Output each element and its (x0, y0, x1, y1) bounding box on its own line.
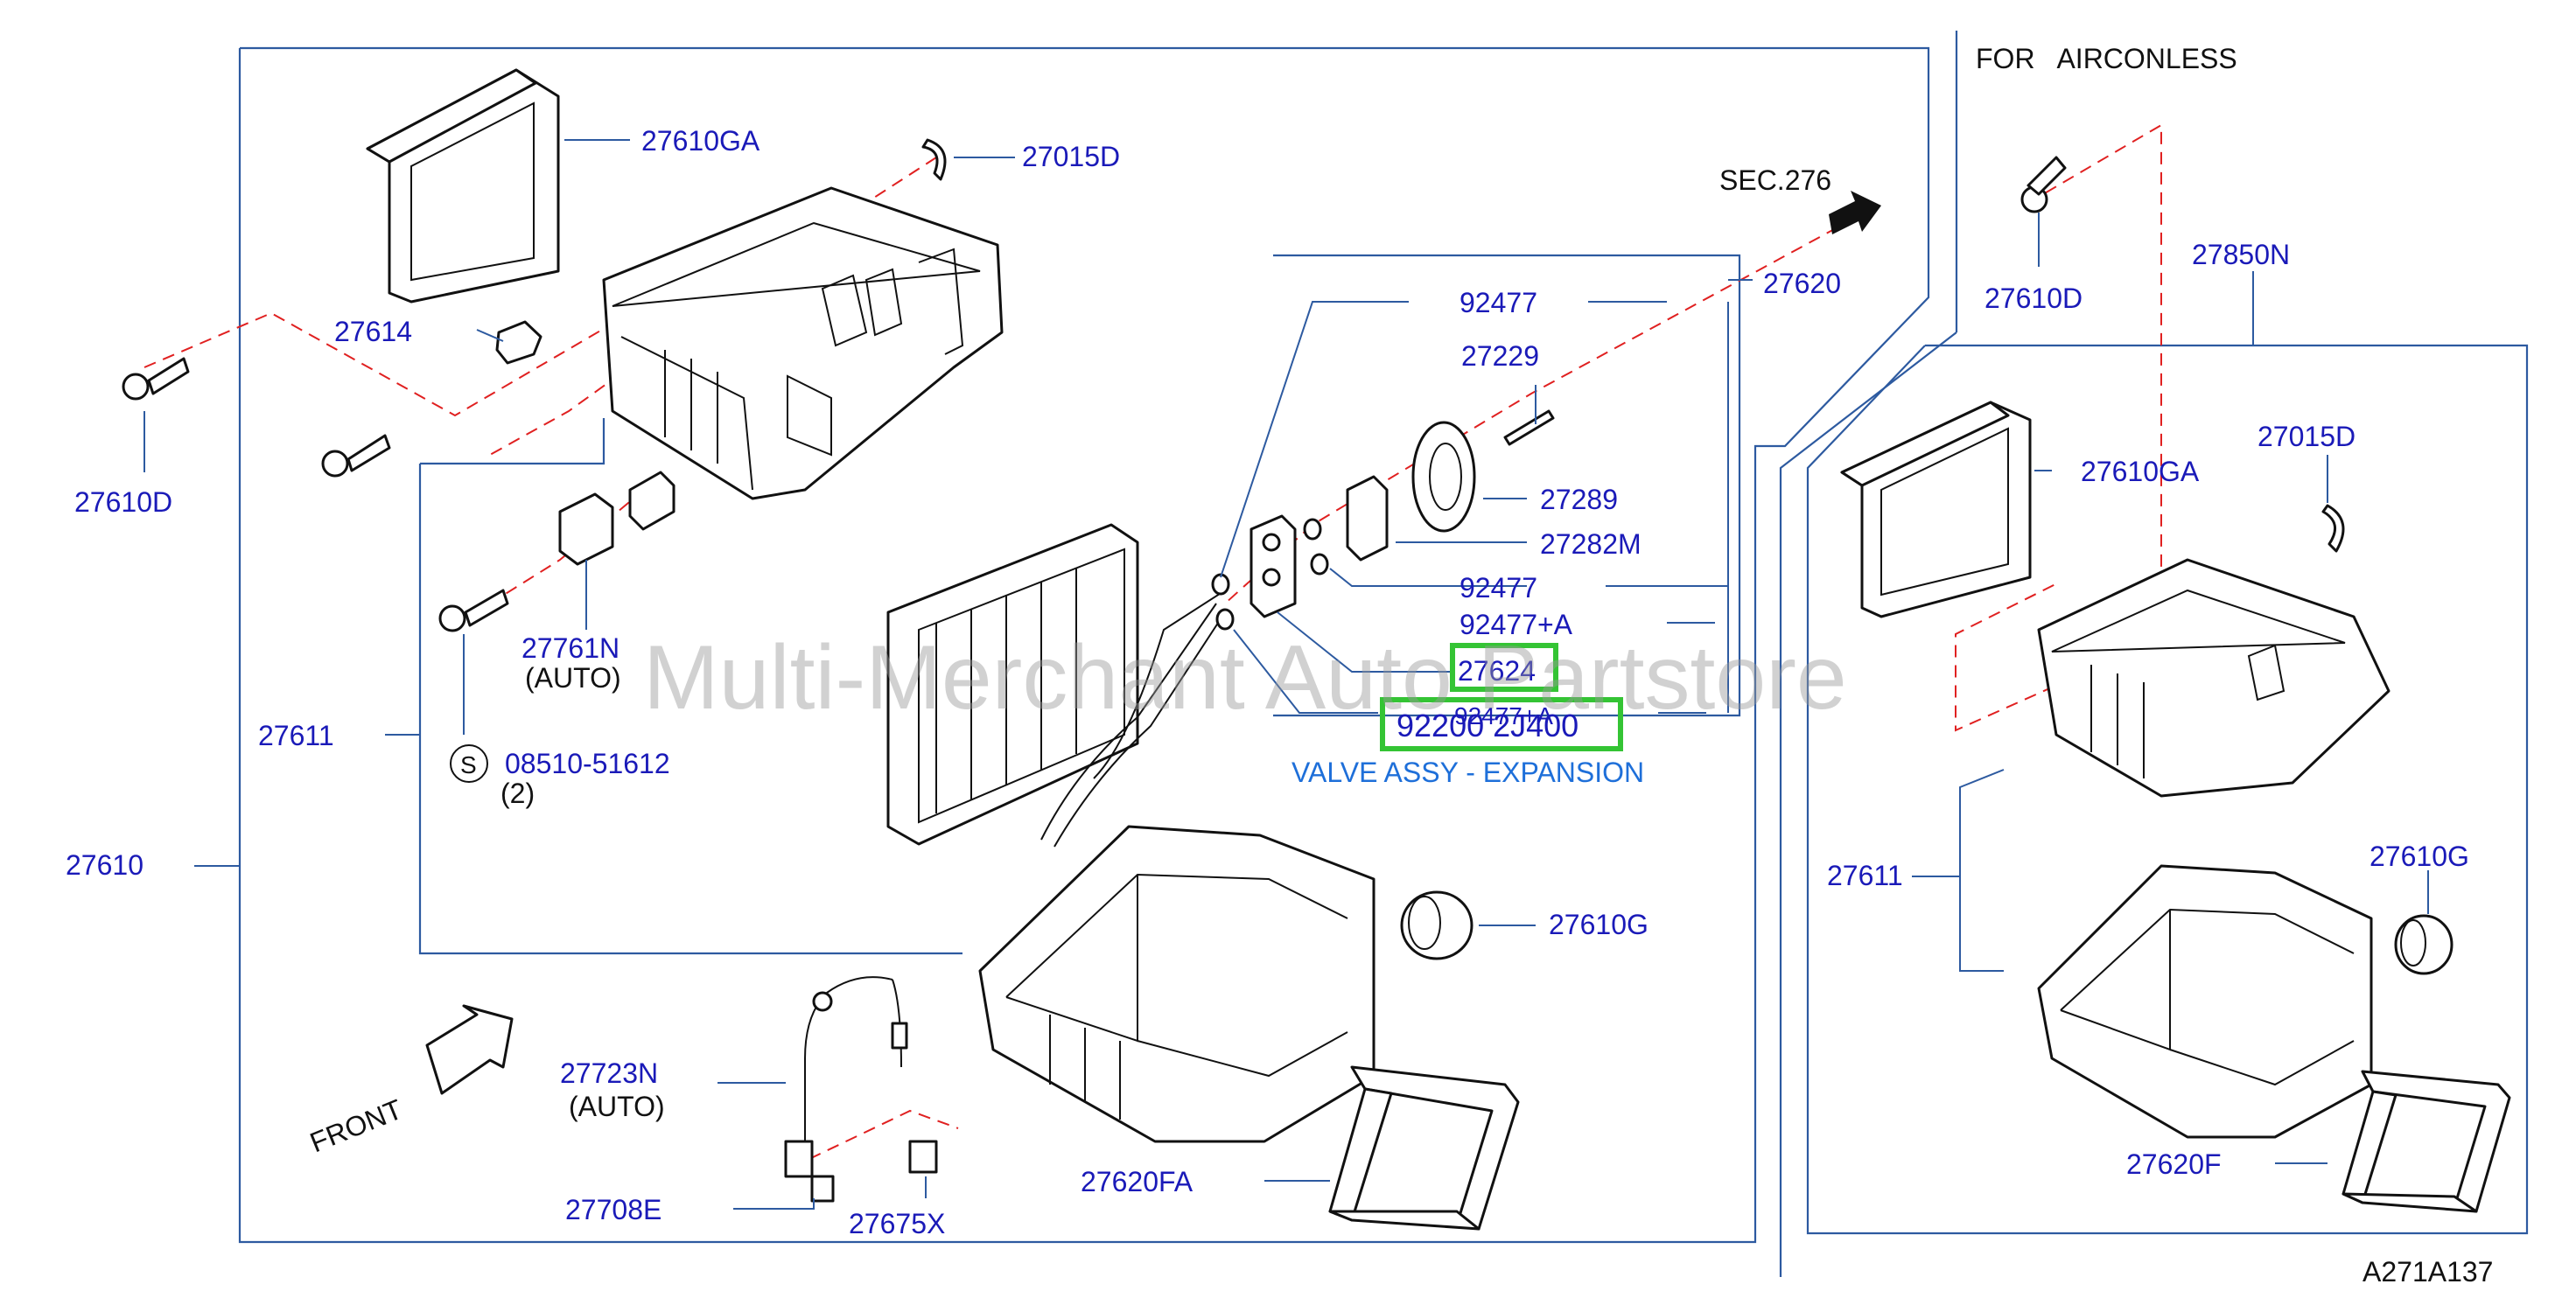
label-27610D-right[interactable]: 27610D (1984, 283, 2082, 314)
main-frame (238, 46, 1930, 1244)
seal-27620FA (1328, 1065, 1520, 1231)
label-front: FRONT (305, 1093, 407, 1159)
label-diagram-code: A271A137 (2362, 1256, 2493, 1288)
expansion-valve-92200 (1250, 514, 1297, 618)
front-arrow (425, 1004, 514, 1095)
screw-27610D-left (122, 357, 190, 401)
sec276-arrow (1829, 191, 1881, 234)
bolt-27229 (1503, 409, 1555, 446)
label-27723N[interactable]: 27723N (560, 1057, 658, 1089)
clip-27675X (908, 1140, 938, 1174)
clip-27708E (810, 1175, 835, 1203)
grommet-27610G-right (2394, 914, 2454, 975)
highlight-92200 (1380, 697, 1623, 751)
label-27610GA-right[interactable]: 27610GA (2081, 456, 2200, 487)
evaporator-core (886, 523, 1226, 848)
parts-left (122, 68, 1881, 1231)
evaporator-subframe (1273, 254, 1741, 717)
label-27614[interactable]: 27614 (334, 316, 412, 347)
dash-27610D-left (144, 311, 613, 417)
upper-case-27611 (602, 186, 1004, 500)
screw-case-left (321, 434, 391, 478)
label-sec276[interactable]: SEC.276 (1719, 164, 1831, 196)
label-27015D-right[interactable]: 27015D (2258, 421, 2356, 452)
label-27015D-left[interactable]: 27015D (1022, 141, 1120, 172)
label-valve-desc[interactable]: VALVE ASSY - EXPANSION (1292, 757, 1644, 788)
label-27289[interactable]: 27289 (1540, 484, 1618, 515)
label-27675X[interactable]: 27675X (849, 1208, 945, 1239)
label-27611-right[interactable]: 27611 (1827, 860, 1903, 891)
parts-right (1840, 156, 2511, 1213)
lower-case-27620 (978, 825, 1376, 1143)
sensor-27723N (784, 976, 908, 1178)
dash-27708E (808, 1109, 959, 1160)
label-qty2: (2) (500, 778, 535, 809)
upper-case-27611-right (2037, 558, 2390, 798)
seal-27620F (2342, 1070, 2511, 1213)
label-auto-2: (AUTO) (569, 1091, 665, 1122)
label-auto-1: (AUTO) (525, 662, 621, 694)
grommet-27610G-left (1400, 890, 1474, 960)
lower-case-27620-right (2037, 864, 2373, 1139)
label-92477A-1[interactable]: 92477+A (1460, 609, 1573, 640)
label-27850N[interactable]: 27850N (2192, 239, 2290, 270)
filter-frame-27610GA-left (366, 68, 560, 304)
divider-right-2 (1779, 331, 1957, 1277)
label-92200[interactable]: 92200 2J400 (1396, 708, 1578, 743)
screw-08510 (438, 589, 509, 632)
label-27624[interactable]: 27624 (1458, 655, 1536, 687)
label-27610G-left[interactable]: 27610G (1549, 909, 1648, 940)
highlight-27624 (1450, 643, 1558, 692)
label-27708E[interactable]: 27708E (565, 1194, 662, 1225)
connector-27614 (495, 320, 542, 365)
resistor-27761N (558, 471, 676, 566)
label-27620[interactable]: 27620 (1763, 268, 1841, 299)
filter-frame-27610GA-right (1840, 401, 2032, 618)
label-92477-mid[interactable]: 92477 (1460, 572, 1537, 604)
case-subframe (420, 418, 606, 465)
label-92477-top[interactable]: 92477 (1460, 287, 1537, 318)
label-27610G-right[interactable]: 27610G (2370, 841, 2469, 872)
label-27620F[interactable]: 27620F (2126, 1148, 2222, 1180)
label-27610D-left[interactable]: 27610D (74, 486, 172, 518)
label-27620FA[interactable]: 27620FA (1081, 1166, 1194, 1197)
grommet-27289 (1411, 421, 1476, 533)
label-27610[interactable]: 27610 (66, 849, 144, 881)
screw-27610D-right (2020, 156, 2067, 213)
case-subframe-bottom (418, 464, 962, 955)
gasket-27282M (1346, 475, 1389, 562)
airconless-frame (1806, 344, 2529, 1235)
label-27229[interactable]: 27229 (1461, 340, 1539, 372)
labels: 27610GA 27015D SEC.276 27614 27620 92477… (66, 43, 2493, 1288)
label-27611-left[interactable]: 27611 (258, 720, 334, 751)
label-08510[interactable]: 08510-51612 (505, 748, 670, 779)
label-92477A-2[interactable]: 92477+A (1454, 702, 1553, 729)
label-27761N[interactable]: 27761N (522, 632, 620, 664)
label-for-airconless: FOR AIRCONLESS (1976, 43, 2237, 74)
dash-airconless (1955, 123, 2162, 732)
leader-lines (144, 139, 2429, 1210)
o-rings-92477 (1211, 518, 1329, 631)
clip-27015D-left (921, 138, 947, 181)
label-27282M[interactable]: 27282M (1540, 528, 1642, 560)
label-27610GA-left[interactable]: 27610GA (641, 125, 760, 157)
screw-s-badge (450, 744, 488, 783)
clip-27015D-right (2321, 504, 2345, 553)
watermark: Multi-Merchant Auto Partstore (643, 627, 1847, 729)
frames (238, 31, 2529, 1277)
label-screw-s: S (460, 751, 477, 778)
dash-sec276 (1224, 227, 1838, 604)
